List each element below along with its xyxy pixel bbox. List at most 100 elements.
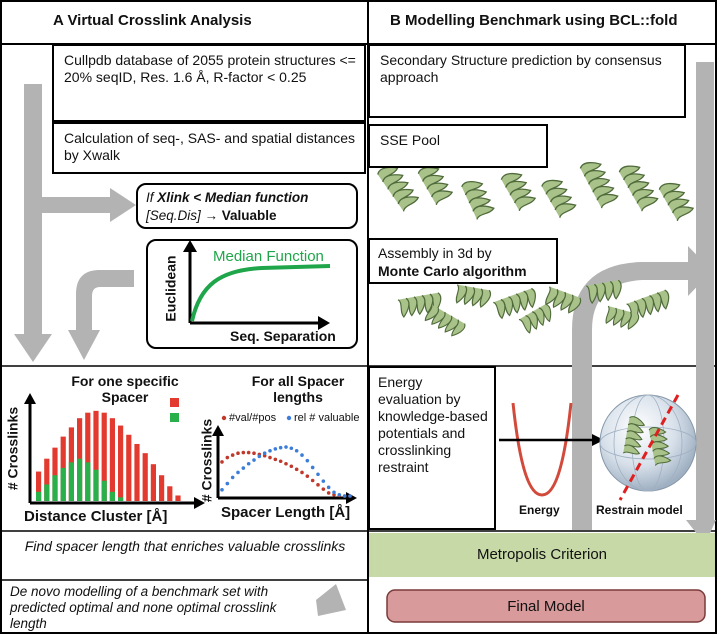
chart2-legend-dot-2 (286, 415, 292, 421)
assembly-helix (424, 304, 466, 337)
median-y-arrowhead (183, 240, 197, 252)
chart1-red-bar (175, 495, 181, 501)
median-chart (183, 240, 331, 330)
energy-box: Energy evaluation by knowledge-based pot… (368, 366, 496, 530)
chart1-red-bar (159, 475, 165, 501)
energy-text: Energy evaluation by knowledge-based pot… (378, 374, 488, 475)
chart1-red-bar (101, 412, 107, 501)
sse-helix (618, 165, 659, 212)
median-x-arrowhead (318, 316, 330, 330)
chart1-green-bar (77, 458, 83, 501)
median-curve (190, 264, 331, 322)
chart2-point-rel-valuable (294, 448, 299, 453)
chart2-point-rel-valuable (236, 470, 240, 475)
panel-a-header: A Virtual Crosslink Analysis (53, 12, 252, 29)
chart2-point-rel-valuable (241, 466, 246, 470)
metropolis-label: Metropolis Criterion (476, 546, 608, 563)
assembly-helix (397, 292, 442, 318)
chart2-point-rel-valuable (230, 475, 235, 480)
sphere-helix (622, 416, 646, 455)
sse-helix (461, 180, 495, 220)
assembly-helix (455, 284, 491, 308)
chart2-point-rel-valuable (342, 494, 347, 498)
chart2-point-val-pos (332, 492, 336, 497)
chart1-green-bar (36, 491, 42, 501)
sse-helix (541, 179, 577, 218)
chart2-point-rel-valuable (316, 472, 320, 477)
chart2-point-val-pos (310, 478, 315, 483)
chart2-point-val-pos (225, 455, 230, 460)
chart2-point-rel-valuable (300, 453, 304, 457)
chart2-legend-dot-1 (221, 415, 227, 421)
chart1-y-arrowhead (24, 393, 36, 404)
chart1-red-bar (118, 425, 124, 501)
chart1-red-bar (134, 443, 140, 501)
chart2-point-rel-valuable (220, 488, 224, 492)
chart2-point-val-pos (305, 474, 310, 478)
median-chart-box (146, 239, 358, 349)
restrain-model (599, 394, 697, 501)
chart1-green-bar (85, 462, 91, 501)
chart2-point-rel-valuable (321, 479, 326, 483)
chart1-green-bar (68, 462, 74, 501)
chart1-green-bar (101, 480, 107, 501)
median-rule-line1: If Xlink < Median function (146, 189, 308, 206)
chart2-y-arrowhead (212, 425, 224, 436)
chart1-legend-green (170, 413, 179, 422)
find-spacer-text: Find spacer length that enriches valuabl… (24, 538, 346, 554)
chart2-point-val-pos (278, 459, 283, 464)
chart2-legend-1: #val/#pos (229, 412, 277, 424)
chart2-point-rel-valuable (310, 465, 315, 470)
median-rule-box: If Xlink < Median function [Seq.Dis] → V… (136, 183, 358, 229)
assembly-box: Assembly in 3d by Monte Carlo algorithm (368, 238, 558, 284)
chart1-red-bar (142, 453, 148, 501)
assembly-cluster (397, 279, 670, 337)
chart2-point-val-pos (246, 450, 251, 455)
chart2-point-rel-valuable (252, 458, 256, 462)
sse-pool-helices (377, 162, 695, 222)
sse-helix (579, 162, 619, 209)
denovo-text: De novo modelling of a benchmark set wit… (10, 584, 277, 631)
chart1-green-bar (60, 467, 66, 501)
sse-helix (417, 166, 454, 206)
chart1-title: For one specific Spacer (71, 373, 179, 405)
assembly-helix (585, 279, 622, 304)
chart2-point-rel-valuable (225, 481, 230, 486)
median-y-label: Euclidean (162, 255, 179, 322)
assembly-helix (605, 305, 640, 330)
chart1-red-bar (93, 410, 99, 501)
chart2-point-rel-valuable (268, 448, 272, 453)
chart2-point-val-pos (252, 451, 256, 456)
chart1-axes (24, 393, 205, 509)
grey-flow-arrows (14, 62, 716, 616)
restraint-line (618, 394, 680, 501)
chart2-title: For all Spacer lengths (251, 373, 345, 405)
median-x-label: Seq. Separation (230, 328, 336, 344)
chart2-point-rel-valuable (337, 492, 342, 497)
chart1-red-bar (109, 418, 115, 501)
chart2-point-rel-valuable (257, 454, 262, 459)
chart2-point-val-pos (326, 491, 331, 495)
rule-if: If (146, 190, 158, 205)
chart2-point-val-pos (289, 464, 294, 469)
final-model-box (386, 589, 706, 623)
chart1-green-bar (118, 497, 124, 501)
chart2-point-val-pos (268, 455, 272, 460)
chart2-point-rel-valuable (289, 446, 294, 451)
chart2-point-val-pos (273, 457, 278, 462)
sse-pool-box: SSE Pool (368, 124, 548, 168)
xwalk-box: Calculation of seq-, SAS- and spatial di… (52, 122, 366, 174)
chart2-point-rel-valuable (284, 445, 288, 449)
assembly-helix (518, 303, 552, 334)
sse-pool-text: SSE Pool (380, 132, 440, 148)
assembly-helix (493, 287, 536, 320)
median-rule-line2: [Seq.Dis] → Valuable (146, 207, 277, 224)
chart1-red-bar (36, 471, 42, 501)
median-function-label: Median Function (213, 248, 324, 265)
panel-b-header: B Modelling Benchmark using BCL::fold (390, 12, 678, 29)
chart2-point-val-pos (321, 487, 326, 491)
chart2-point-val-pos (316, 483, 320, 487)
chart2-point-val-pos (284, 461, 288, 466)
